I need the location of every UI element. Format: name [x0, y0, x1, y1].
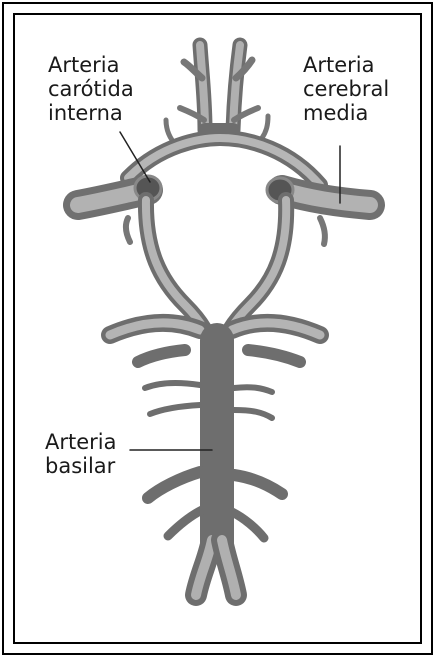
- label-carotid-interna: Arteria carótida interna: [48, 53, 134, 125]
- label-basilar: Arteria basilar: [45, 430, 117, 478]
- label-cerebral-media: Arteria cerebral media: [303, 53, 389, 125]
